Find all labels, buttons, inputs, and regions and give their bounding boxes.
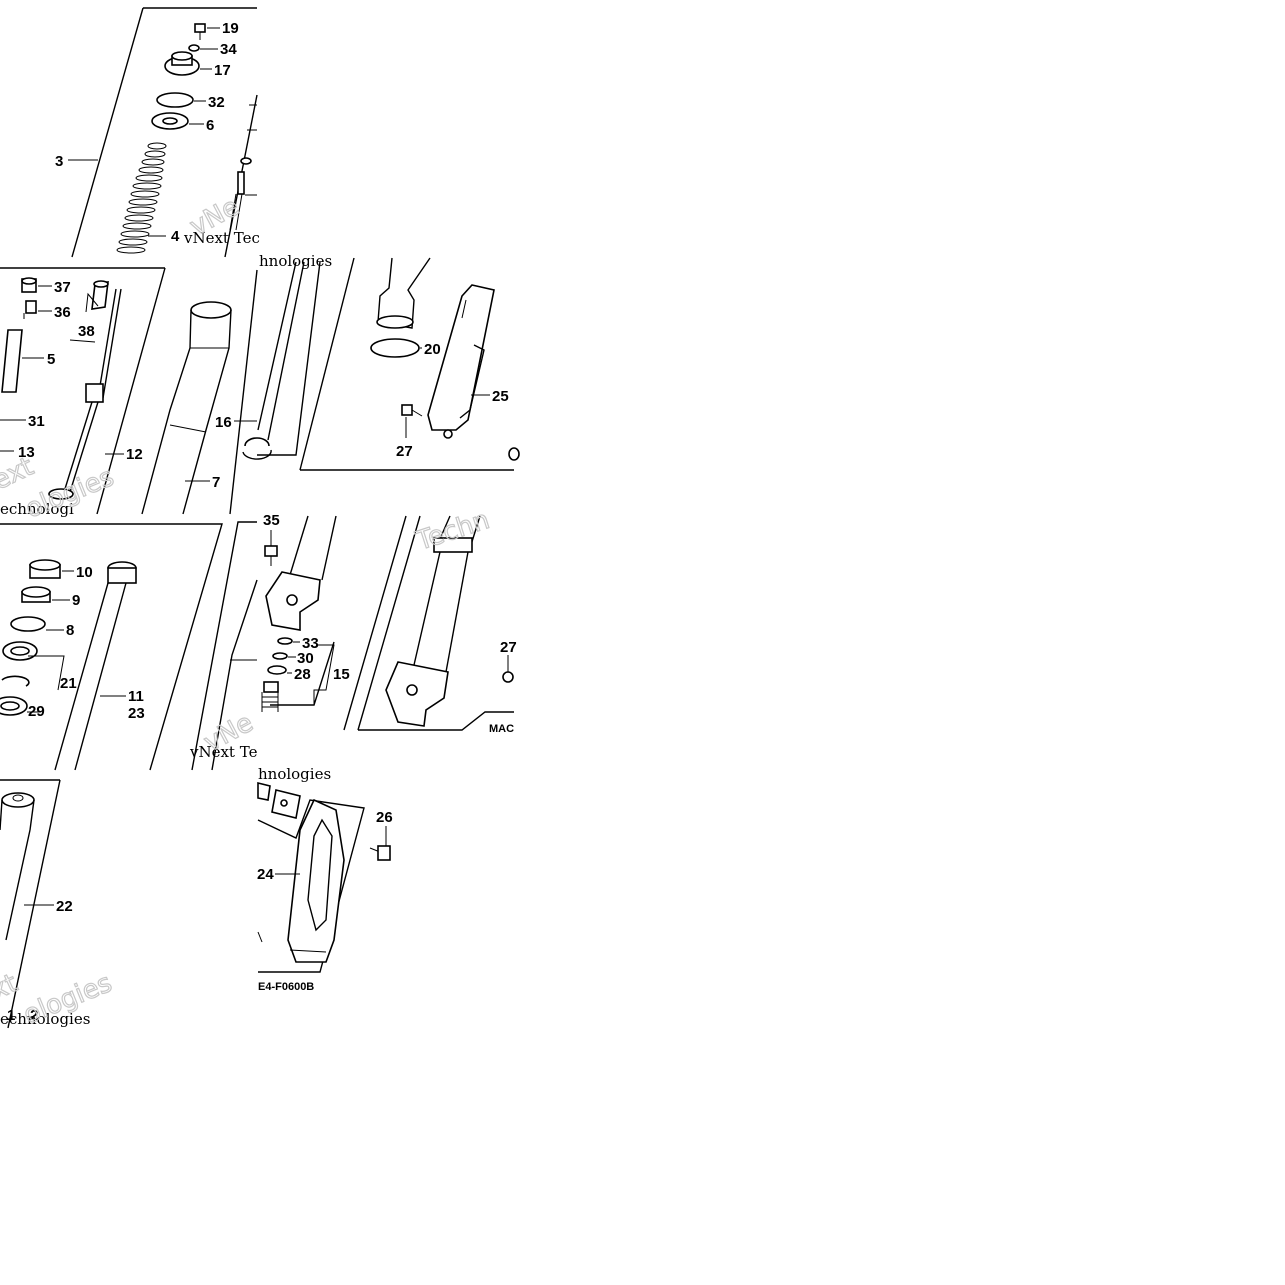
collar-38-icon xyxy=(91,280,109,310)
callout-27-b: 27 xyxy=(500,639,517,656)
oil-seal-21-icon xyxy=(2,641,38,661)
tile-row3-left: 10 9 8 21 29 11 23 vNext Te vNe xyxy=(0,521,259,771)
lower-leg-icon xyxy=(265,515,337,631)
callout-7: 7 xyxy=(212,474,220,491)
callout-2: 2 xyxy=(30,1007,38,1024)
watermark-hnologies-1: hnologies xyxy=(259,252,332,270)
callout-34: 34 xyxy=(220,41,237,58)
tile-row4-middle: 26 24 E4-F0600B hnologies xyxy=(257,765,393,993)
washer-33-icon xyxy=(277,637,293,645)
tile-top-left: 19 34 17 32 6 3 4 vNext Tec vNe xyxy=(55,7,260,258)
callout-3: 3 xyxy=(55,153,63,170)
fork-cap-17-icon xyxy=(164,51,200,76)
callout-1: 1 xyxy=(7,1007,15,1024)
dust-seal-29-icon xyxy=(0,696,28,716)
washer-28-icon xyxy=(267,665,287,675)
fork-tube-11-icon xyxy=(54,561,137,771)
watermark-vnext-1: vNext Tec xyxy=(183,229,260,247)
bolt-26-icon xyxy=(369,845,391,861)
fork-guard-24-icon xyxy=(287,798,345,963)
clip-icon xyxy=(1,675,30,687)
nut-37-icon xyxy=(21,277,37,293)
outer-tube-22-icon xyxy=(0,792,35,941)
ring-20-icon xyxy=(370,338,420,358)
code-figure: E4-F0600B xyxy=(258,981,314,993)
damper-rod-12-icon xyxy=(48,288,122,500)
o-ring-32-icon xyxy=(156,92,194,108)
washer-30-icon xyxy=(272,652,288,660)
slider-top-icon xyxy=(376,257,431,329)
callout-35: 35 xyxy=(263,512,280,529)
callout-21: 21 xyxy=(60,675,77,692)
code-mac: MAC xyxy=(489,723,514,735)
callout-5: 5 xyxy=(47,351,55,368)
callout-9: 9 xyxy=(72,592,80,609)
callout-26: 26 xyxy=(376,809,393,826)
callout-30: 30 xyxy=(297,650,314,667)
group-frame-3-left xyxy=(71,7,144,258)
collar-10-icon xyxy=(29,559,61,579)
callout-28: 28 xyxy=(294,666,311,683)
bolt-35-icon xyxy=(264,530,278,566)
bracket-icon xyxy=(257,781,301,819)
tile-row2-left: 37 36 38 5 31 13 12 16 7 echnologi ext o… xyxy=(0,267,258,525)
bolt-19-icon xyxy=(194,23,206,40)
tile-row4-left: 22 1 2 echnologies xt ologies xyxy=(0,779,117,1031)
bolt-27-icon xyxy=(401,404,423,417)
callout-6: 6 xyxy=(206,117,214,134)
fork-spring-4-icon xyxy=(116,142,167,254)
watermark-vnext-2: vNext Te xyxy=(189,743,258,761)
washer-34-icon xyxy=(188,44,200,52)
callout-23: 23 xyxy=(128,705,145,722)
fork-guard-25-icon xyxy=(427,284,495,439)
callout-8: 8 xyxy=(66,622,74,639)
bolt-36-icon xyxy=(23,300,37,319)
callout-10: 10 xyxy=(76,564,93,581)
callout-37: 37 xyxy=(54,279,71,296)
callout-12: 12 xyxy=(126,446,143,463)
callout-19: 19 xyxy=(222,20,239,37)
callout-32: 32 xyxy=(208,94,225,111)
washer-8-icon xyxy=(10,616,46,632)
tile-row3-middle: 35 33 30 28 15 27 MAC Techn xyxy=(261,504,517,735)
piece-5-icon xyxy=(1,329,23,393)
spring-seat-6-icon xyxy=(151,112,189,130)
callout-4: 4 xyxy=(171,228,180,245)
callout-29: 29 xyxy=(28,703,45,720)
bushing-9-icon xyxy=(21,586,51,603)
callout-16: 16 xyxy=(215,414,232,431)
watermark-technologies-3: echnologies xyxy=(0,1010,90,1028)
bolt-15-icon xyxy=(261,681,279,712)
callout-17: 17 xyxy=(214,62,231,79)
watermark-hnologies-2: hnologies xyxy=(258,765,331,783)
callout-11: 11 xyxy=(128,688,144,705)
callout-31: 31 xyxy=(28,413,45,430)
clip-16-icon xyxy=(244,437,270,447)
callout-27-a: 27 xyxy=(396,443,413,460)
watermark-technologies-2: echnologi xyxy=(0,500,74,518)
callout-24: 24 xyxy=(257,866,274,883)
callout-25: 25 xyxy=(492,388,509,405)
tile-row2-middle: 20 25 27 hnologies xyxy=(242,252,520,471)
callout-13: 13 xyxy=(18,444,35,461)
callout-33: 33 xyxy=(302,635,319,652)
callout-36: 36 xyxy=(54,304,71,321)
callout-20: 20 xyxy=(424,341,441,358)
callout-22: 22 xyxy=(56,898,73,915)
callout-15: 15 xyxy=(333,666,350,683)
assembled-leg-icon xyxy=(385,515,481,727)
inner-tube-7-icon xyxy=(141,301,232,515)
callout-38: 38 xyxy=(78,323,95,340)
